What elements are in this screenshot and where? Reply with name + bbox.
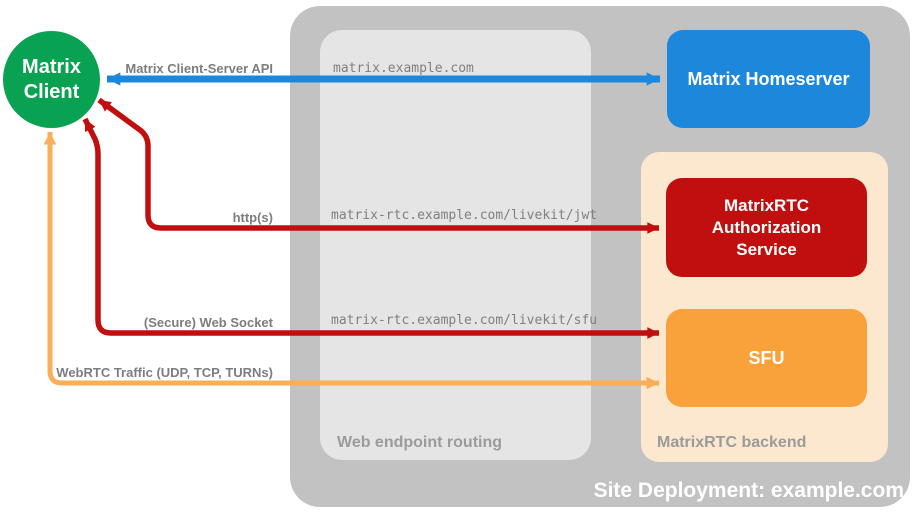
web-endpoint-routing-container — [320, 30, 591, 460]
matrixrtc-authorization-service-node: MatrixRTC Authorization Service — [666, 178, 867, 277]
matrix-client-label: Matrix Client — [22, 55, 81, 103]
endpoint-livekit-jwt: matrix-rtc.example.com/livekit/jwt — [331, 208, 598, 223]
matrix-client-node: Matrix Client — [3, 31, 100, 128]
matrix-homeserver-node: Matrix Homeserver — [667, 30, 870, 128]
site-deployment-caption: Site Deployment: example.com — [593, 479, 904, 502]
sfu-node: SFU — [666, 309, 867, 407]
endpoint-livekit-sfu: matrix-rtc.example.com/livekit/sfu — [331, 313, 598, 328]
webrtc-traffic-label: WebRTC Traffic (UDP, TCP, TURNs) — [56, 365, 273, 380]
client-server-api-label: Matrix Client-Server API — [125, 61, 273, 76]
endpoint-matrix-domain: matrix.example.com — [333, 61, 474, 76]
sfu-label: SFU — [748, 347, 785, 368]
web-endpoint-routing-caption: Web endpoint routing — [337, 434, 503, 451]
matrixrtc-authorization-service-label: MatrixRTC Authorization Service — [711, 195, 822, 259]
matrixrtc-backend-caption: MatrixRTC backend — [657, 434, 807, 451]
https-label: http(s) — [232, 210, 273, 225]
web-socket-label: (Secure) Web Socket — [143, 315, 273, 330]
matrix-homeserver-label: Matrix Homeserver — [687, 68, 850, 89]
